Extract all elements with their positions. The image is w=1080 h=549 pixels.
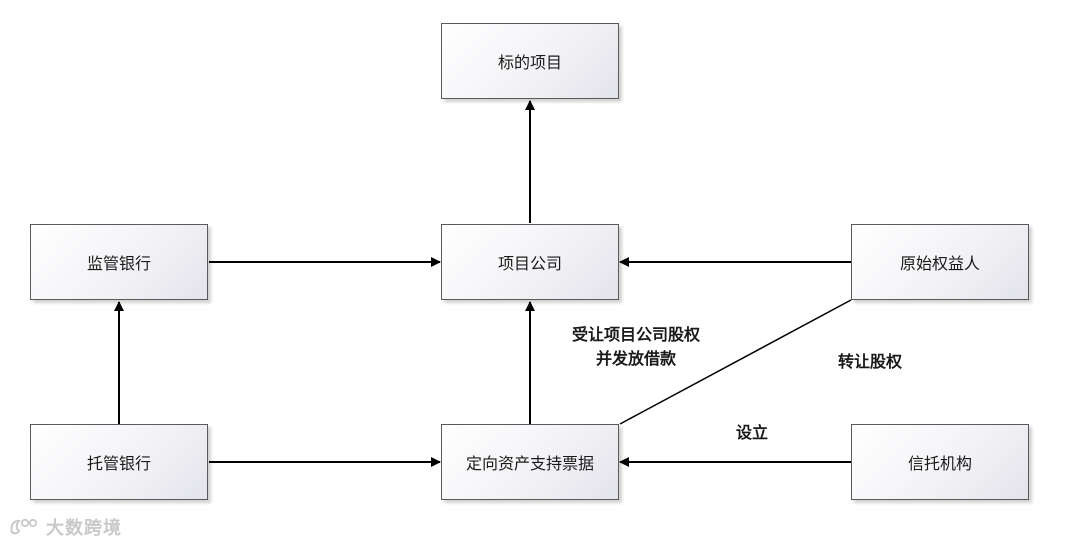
node-label: 托管银行 (86, 454, 151, 473)
node-original-rights-holder: 原始权益人 (851, 224, 1029, 300)
node-custodian-bank: 托管银行 (30, 424, 208, 500)
node-trust: 信托机构 (851, 424, 1029, 500)
node-label: 信托机构 (907, 454, 972, 473)
edge-label-acquire: 受让项目公司股权 并发放借款 (556, 323, 716, 371)
node-label: 标的项目 (497, 53, 562, 72)
node-project-company: 项目公司 (441, 224, 619, 300)
node-target-project: 标的项目 (441, 23, 619, 99)
logo-icon (10, 518, 38, 535)
watermark-text: 大数跨境 (46, 518, 122, 539)
node-label: 项目公司 (497, 254, 562, 273)
edge-label-transfer-equity: 转让股权 (838, 352, 903, 371)
edge-label-line: 受让项目公司股权 (571, 325, 700, 344)
node-abn: 定向资产支持票据 (441, 424, 619, 500)
node-label: 定向资产支持票据 (465, 454, 594, 473)
node-supervising-bank: 监管银行 (30, 224, 208, 300)
edge-label-line: 并发放借款 (595, 349, 676, 368)
line-rights-holder-to-abn (619, 299, 852, 425)
node-label: 监管银行 (86, 254, 151, 273)
node-label: 原始权益人 (899, 254, 980, 273)
edge-label-establish: 设立 (736, 423, 769, 442)
watermark: 大数跨境 (8, 514, 122, 540)
